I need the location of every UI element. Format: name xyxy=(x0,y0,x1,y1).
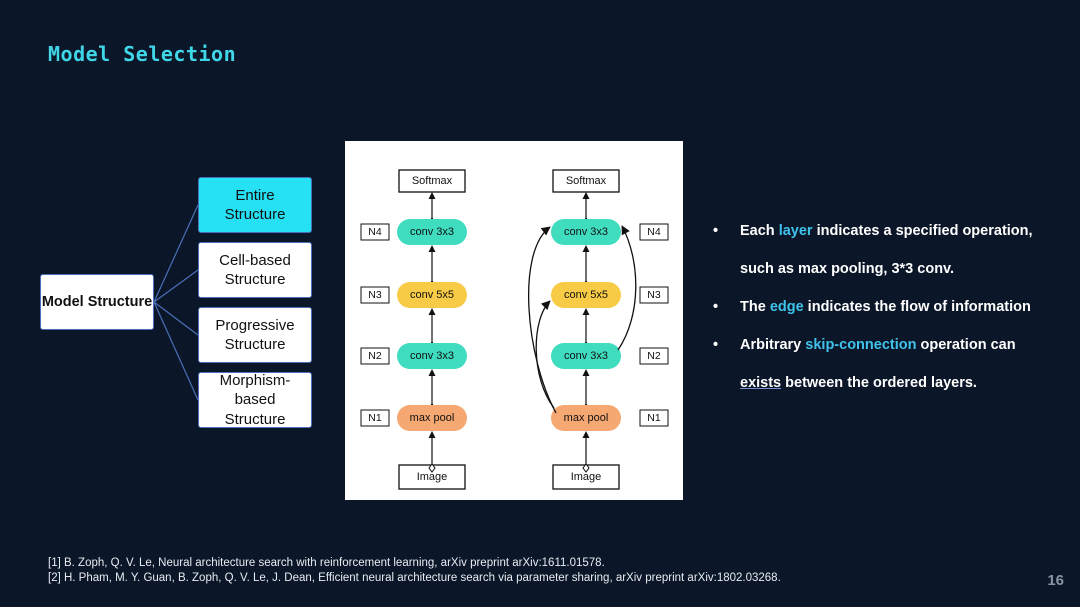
bullet-list: • Each layer indicates a specified operat… xyxy=(710,212,1060,402)
bullet-dot: • xyxy=(713,337,719,353)
layer-label: conv 3x3 xyxy=(410,350,454,362)
layer-tag-box xyxy=(639,223,669,241)
layer-node xyxy=(397,343,467,369)
bullet-skip-connection: • Arbitrary skip-connection operation can… xyxy=(710,326,1060,402)
references: [1] B. Zoph, Q. V. Le, Neural architectu… xyxy=(48,556,781,586)
skip-connection-n1-n3 xyxy=(535,300,555,409)
edge-arrowhead xyxy=(582,192,590,199)
layer-node xyxy=(551,219,621,245)
reference-2: [2] H. Pham, M. Y. Guan, B. Zoph, Q. V. … xyxy=(48,572,781,584)
edge-arrowhead xyxy=(428,192,436,199)
layer-label: conv 3x3 xyxy=(564,350,608,362)
connector-4 xyxy=(153,301,199,401)
skip-connection-n1-n4 xyxy=(528,226,557,414)
edge-arrowhead xyxy=(428,369,436,376)
edge-arrowhead xyxy=(428,245,436,252)
bullet-dot: • xyxy=(713,299,719,315)
edge-arrowhead xyxy=(582,369,590,376)
layer-tag-label: N3 xyxy=(368,289,382,301)
layer-tag-label: N2 xyxy=(368,350,382,362)
layer-tag-label: N1 xyxy=(368,412,382,424)
layer-node xyxy=(551,405,621,431)
bullet-text: between the ordered layers. xyxy=(781,375,977,391)
highlight-term: skip-connection xyxy=(805,337,917,353)
bullet-text: The xyxy=(740,299,770,315)
layer-node xyxy=(397,219,467,245)
connector-3 xyxy=(153,301,199,336)
layer-label: max pool xyxy=(410,412,455,424)
bullet-text: Each xyxy=(740,223,779,239)
layer-tag-label: N4 xyxy=(647,226,661,238)
bullet-text: exists xyxy=(740,375,782,391)
layer-tag-label: N3 xyxy=(647,289,661,301)
edge-arrowhead xyxy=(428,431,436,438)
layer-tag-box xyxy=(639,347,669,365)
tree-root-model-structure: Model Structure xyxy=(40,274,154,330)
edge-arrowhead xyxy=(582,308,590,315)
layer-node xyxy=(551,282,621,308)
bullet-edge: • The edge indicates the flow of informat… xyxy=(710,288,1060,326)
layer-tag-box xyxy=(360,347,390,365)
layer-label: max pool xyxy=(564,412,609,424)
bullet-text: indicates the flow of information xyxy=(803,299,1031,315)
skip-connection-n2-n4 xyxy=(617,225,637,351)
slide-title: Model Selection xyxy=(48,42,237,66)
layer-label: conv 3x3 xyxy=(564,226,608,238)
layer-tag-box xyxy=(360,223,390,241)
edge-arrowhead xyxy=(582,431,590,438)
reference-1: [1] B. Zoph, Q. V. Le, Neural architectu… xyxy=(48,557,605,569)
layer-node xyxy=(551,343,621,369)
layer-tag-box xyxy=(639,286,669,304)
connector-1 xyxy=(153,204,199,303)
softmax-label: Softmax xyxy=(412,175,453,187)
bullet-layer: • Each layer indicates a specified operat… xyxy=(710,212,1060,288)
page-number: 16 xyxy=(1047,572,1064,589)
layer-tag-label: N2 xyxy=(647,350,661,362)
layer-label: conv 5x5 xyxy=(410,289,454,301)
bullet-dot: • xyxy=(713,223,719,239)
layer-label: conv 5x5 xyxy=(564,289,608,301)
image-label: Image xyxy=(571,471,602,483)
layer-tag-box xyxy=(360,286,390,304)
bullet-text: operation can xyxy=(916,337,1016,353)
bullet-text: Arbitrary xyxy=(740,337,806,353)
bullet-text: indicates a specified operation, such as… xyxy=(740,223,1033,277)
layer-node xyxy=(397,405,467,431)
layer-tag-box xyxy=(360,409,390,427)
edge-arrowhead xyxy=(428,308,436,315)
layer-tag-label: N1 xyxy=(647,412,661,424)
layer-node xyxy=(397,282,467,308)
layer-tag-box xyxy=(639,409,669,427)
edge-arrowhead xyxy=(582,245,590,252)
highlight-term: layer xyxy=(778,223,813,239)
highlight-term: edge xyxy=(769,299,804,315)
edge-diamond xyxy=(428,463,436,473)
layer-tag-label: N4 xyxy=(368,226,382,238)
softmax-label: Softmax xyxy=(566,175,607,187)
image-label: Image xyxy=(417,471,448,483)
connector-2 xyxy=(153,269,199,303)
layer-label: conv 3x3 xyxy=(410,226,454,238)
edge-diamond xyxy=(582,463,590,473)
